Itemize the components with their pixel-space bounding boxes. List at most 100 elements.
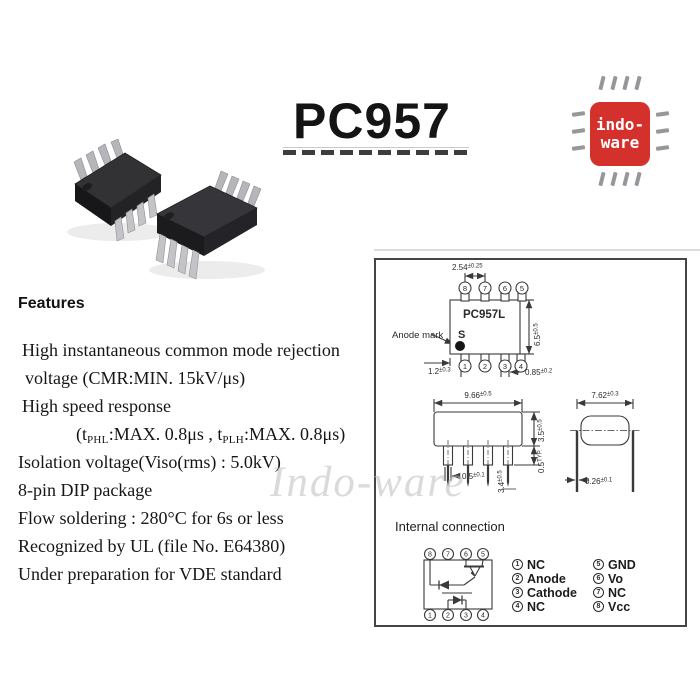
- maker-mark-s: S: [458, 329, 465, 341]
- pin-number-circle: 5: [593, 559, 604, 571]
- chip-pin-icon: [655, 111, 670, 117]
- pin-legend-row: 6 Vo: [593, 571, 636, 586]
- chip-pin-icon: [634, 75, 642, 91]
- pin-number: 1: [428, 613, 432, 620]
- pin-label: Vcc: [608, 599, 631, 614]
- pin-number: 5: [520, 284, 524, 293]
- title-underline-dashes: [283, 150, 469, 155]
- feature-line: Under preparation for VDE standard: [18, 564, 282, 584]
- dip8-ic-photo: [67, 138, 265, 280]
- scan-artifact-line: [374, 249, 700, 251]
- dim-lead-offset: 1.2±0.3: [428, 367, 451, 376]
- pin-label: NC: [608, 585, 627, 600]
- pin-legend-row: 2 Anode: [512, 571, 577, 586]
- dim-pin-pitch: 2.54±0.25: [452, 263, 483, 272]
- chip-notch: [163, 212, 175, 220]
- pin-label: NC: [527, 557, 546, 572]
- chip-pin-icon: [655, 128, 670, 134]
- chip-a-back-pins: [73, 138, 124, 181]
- pin-number: 7: [446, 552, 450, 559]
- pin-number: 4: [519, 362, 523, 371]
- chip-pin-icon: [571, 111, 586, 117]
- chip-notch: [81, 183, 93, 191]
- pin-label: GND: [608, 557, 636, 572]
- feature-line: High speed response: [22, 396, 171, 416]
- pin-number: 2: [483, 362, 487, 371]
- pin-number-circle: 7: [593, 587, 604, 599]
- pin-number: 8: [463, 284, 467, 293]
- chip-pin-icon: [622, 171, 630, 187]
- chip-pin-icon: [598, 171, 606, 187]
- feature-line: Recognized by UL (file No. E64380): [18, 536, 286, 556]
- dim-pin-width: 0.85±0.2: [525, 368, 553, 377]
- pin-label: NC: [527, 599, 546, 614]
- pin-number-circle: 1: [512, 559, 523, 571]
- pin-number-circle: 3: [512, 587, 523, 599]
- pin-legend-row: 4 NC: [512, 599, 577, 614]
- pin-number: 5: [481, 552, 485, 559]
- pin-number-circle: 6: [593, 573, 604, 585]
- logo-text-line2: ware: [600, 133, 640, 152]
- package-label: PC957L: [463, 309, 505, 321]
- features-list: High instantaneous common mode rejection…: [16, 336, 376, 588]
- dim-lead-width: 0.5±0.1: [462, 472, 485, 481]
- chip-a-front-pins: [114, 193, 158, 242]
- dim-body-thickness: 3.5±0.5: [537, 419, 546, 442]
- emitter-arrow-icon: [470, 571, 475, 577]
- chip-pin-icon: [610, 75, 618, 91]
- logo-text-line1: indo-: [595, 115, 645, 134]
- chip-b-front-pins: [155, 233, 200, 280]
- pin-legend-right: 5 GND 6 Vo 7 NC 8 Vcc: [593, 557, 636, 615]
- pin-number-circle: 2: [512, 573, 523, 585]
- pin-legend-row: 5 GND: [593, 557, 636, 572]
- pin-number: 6: [503, 284, 507, 293]
- pin-number: 6: [464, 552, 468, 559]
- chip-pin-icon: [610, 171, 618, 187]
- chip-pin-icon: [598, 75, 606, 91]
- feature-line: Flow soldering : 280°C for 6s or less: [18, 508, 284, 528]
- dim-lead-thickness: 0.26±0.1: [585, 477, 613, 486]
- pin-number-circle: 4: [512, 601, 523, 613]
- internal-connection-heading: Internal connection: [395, 519, 505, 534]
- pin-label: Anode: [527, 571, 566, 586]
- chip-a-body: [74, 152, 162, 226]
- anode-mark-dot: [455, 341, 465, 351]
- chip-shadow: [149, 261, 265, 279]
- page-title: PC957: [293, 93, 451, 149]
- feature-line: 8-pin DIP package: [18, 480, 153, 500]
- package-dimension-drawing: 2.54±0.25 6.5±0.5 1.2±0.3 0.85±0.2 PC957…: [392, 263, 640, 622]
- pin-number-circle: 8: [593, 601, 604, 613]
- pin-legend-row: 7 NC: [593, 585, 636, 600]
- feature-line: High instantaneous common mode rejection: [22, 340, 340, 360]
- internal-connection-schematic: [423, 547, 493, 622]
- chip-b-body: [156, 185, 258, 256]
- photodiode-icon: [439, 580, 449, 590]
- pin-number: 2: [446, 613, 450, 620]
- chip-pin-icon: [571, 128, 586, 134]
- chip-pin-icon: [571, 145, 586, 151]
- front-view-leads: [442, 440, 514, 487]
- features-heading: Features: [18, 295, 85, 312]
- anode-mark-label: Anode mark: [392, 330, 443, 341]
- pin-legend-row: 1 NC: [512, 557, 577, 572]
- pin-number: 1: [463, 362, 467, 371]
- feature-line-speed-detail: (tPHL:MAX. 0.8μs , tPLH:MAX. 0.8μs): [76, 424, 346, 446]
- chip-pin-icon: [622, 75, 630, 91]
- title-underline-rule: [283, 147, 469, 148]
- feature-line: Isolation voltage(Viso(rms) : 5.0kV): [18, 452, 281, 472]
- pin-number: 4: [481, 613, 485, 620]
- feature-line: voltage (CMR:MIN. 15kV/μs): [25, 368, 246, 388]
- technical-drawing-frame: 2.54±0.25 6.5±0.5 1.2±0.3 0.85±0.2 PC957…: [374, 258, 687, 627]
- indoware-logo-square: indo- ware: [590, 102, 650, 166]
- pin-number: 8: [428, 552, 432, 559]
- dim-shoulder: 0.5TYP.: [537, 449, 546, 473]
- chip-pin-icon: [634, 171, 642, 187]
- pin-label: Vo: [608, 571, 624, 586]
- dim-lead-length: 3.4±0.5: [497, 470, 506, 493]
- pin-legend-row: 8 Vcc: [593, 599, 636, 614]
- pin-number: 3: [503, 362, 507, 371]
- pin-number: 3: [464, 613, 468, 620]
